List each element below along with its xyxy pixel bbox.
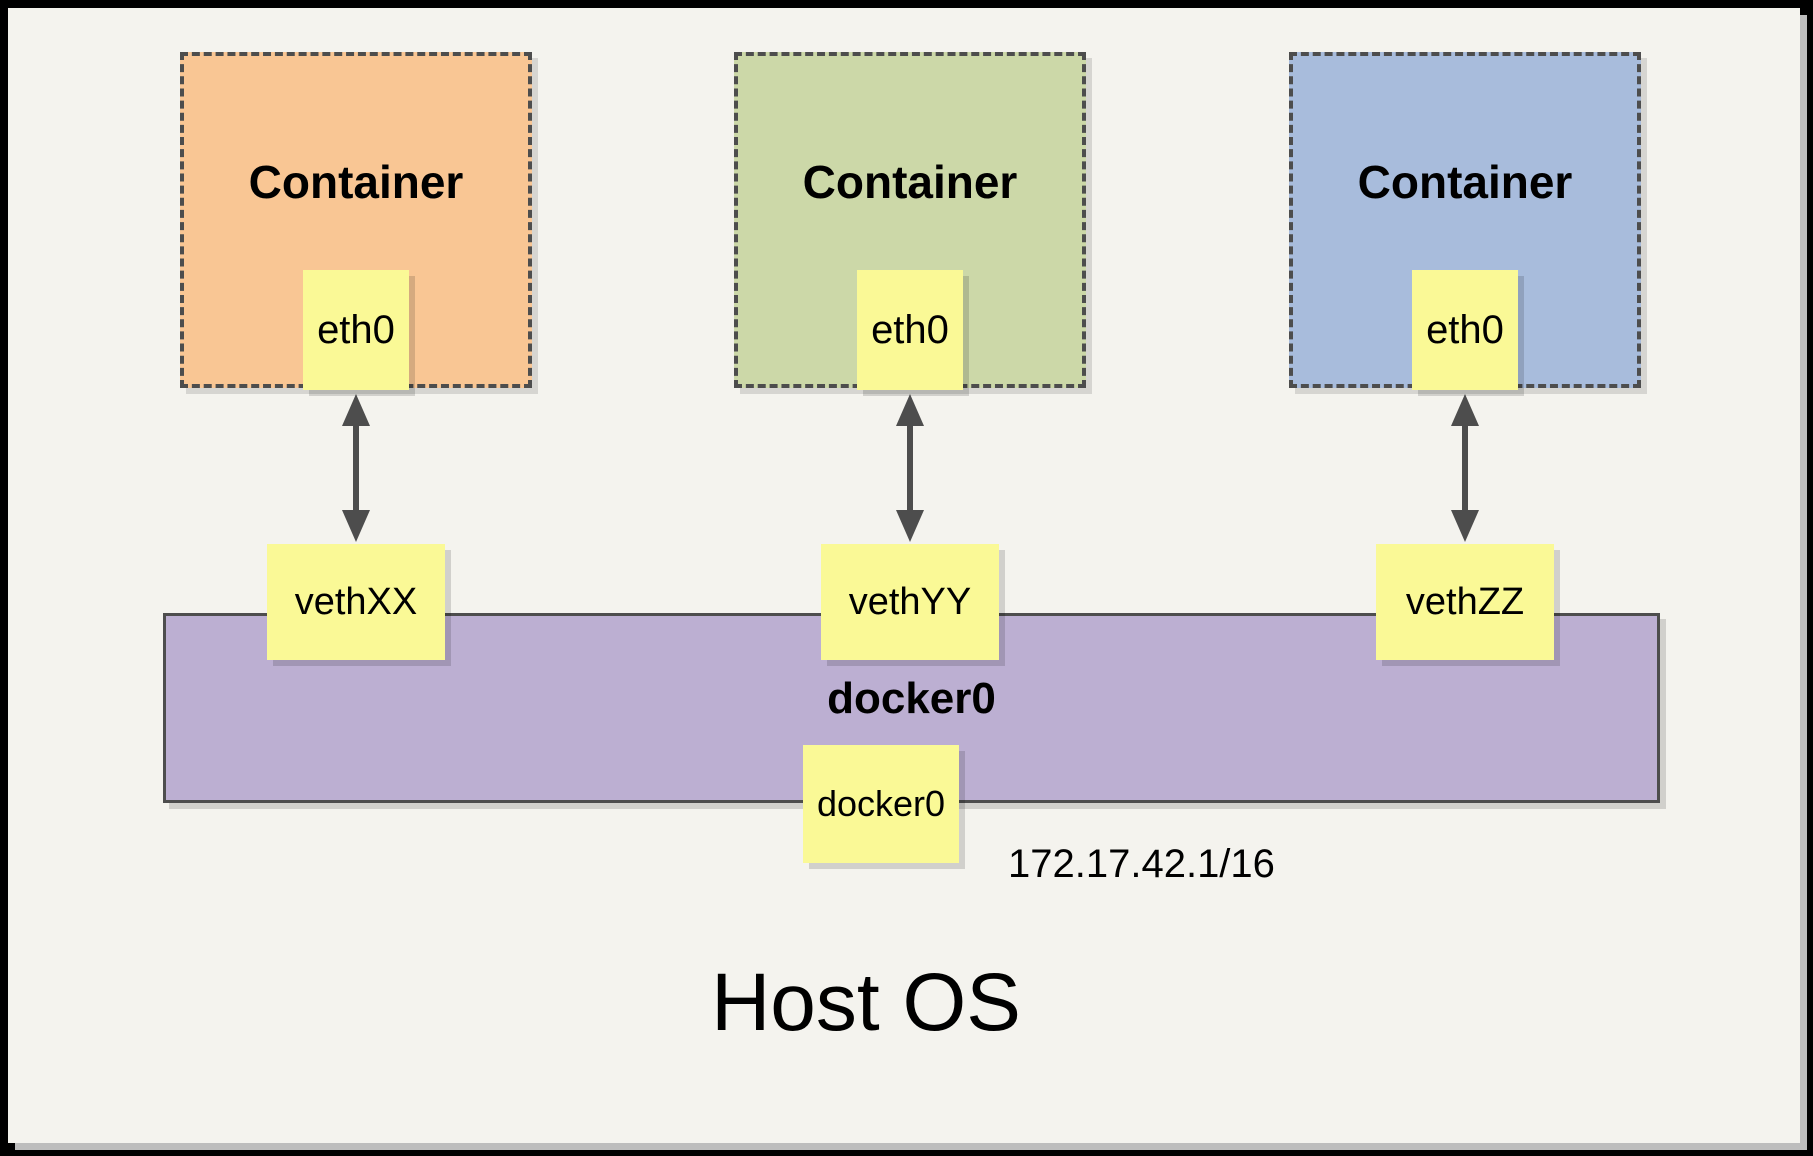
host-os-title: Host OS (711, 957, 1021, 1048)
veth-label-2: vethYY (848, 580, 972, 623)
container-title-2: Container (802, 156, 1018, 208)
veth-note-3: vethZZ (1376, 544, 1554, 660)
arrow-shaft (907, 426, 913, 510)
veth-note-1: vethXX (267, 544, 445, 660)
arrow-down-head-icon (896, 510, 924, 542)
bidirectional-arrow-1 (342, 394, 370, 542)
arrow-shaft (353, 426, 359, 510)
container-title-3: Container (1357, 156, 1573, 208)
docker0-interface-note: docker0 (803, 745, 959, 863)
bidirectional-arrow-3 (1451, 394, 1479, 542)
eth0-note-3: eth0 (1412, 270, 1518, 390)
eth0-note-1: eth0 (303, 270, 409, 390)
eth0-label-3: eth0 (1426, 307, 1504, 352)
eth0-label-2: eth0 (871, 307, 949, 352)
arrow-up-head-icon (896, 394, 924, 426)
docker0-interface-label: docker0 (816, 783, 946, 824)
arrow-down-head-icon (1451, 510, 1479, 542)
bridge-ip-address: 172.17.42.1/16 (1008, 842, 1275, 886)
eth0-label-1: eth0 (317, 307, 395, 352)
arrow-shaft (1462, 426, 1468, 510)
docker0-bridge-title: docker0 (827, 674, 996, 723)
eth0-note-2: eth0 (857, 270, 963, 390)
arrow-up-head-icon (342, 394, 370, 426)
veth-label-1: vethXX (294, 580, 418, 623)
container-box-1: Container (180, 52, 532, 388)
arrow-up-head-icon (1451, 394, 1479, 426)
veth-label-3: vethZZ (1405, 580, 1525, 623)
container-title-1: Container (248, 156, 464, 208)
arrow-down-head-icon (342, 510, 370, 542)
bidirectional-arrow-2 (896, 394, 924, 542)
veth-note-2: vethYY (821, 544, 999, 660)
